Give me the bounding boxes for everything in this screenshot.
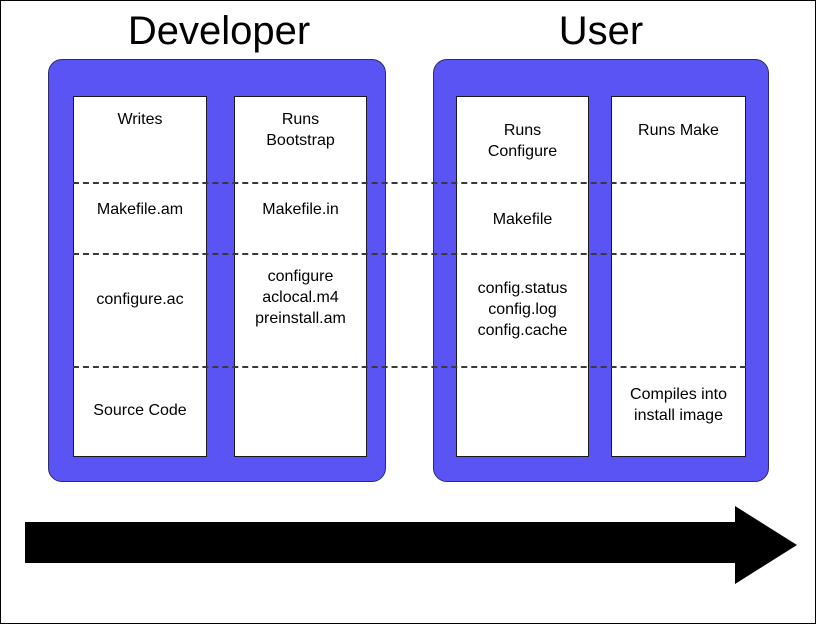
column-box-bootstrap: [234, 96, 367, 457]
cell-compiles-into-install-image: Compiles into install image: [630, 386, 727, 424]
cell-runs-make: Runs Make: [638, 122, 719, 139]
cell-writes: Writes: [117, 111, 163, 128]
cell-configure-outputs: config.status config.log config.cache: [477, 280, 568, 339]
row-separator-2: [73, 253, 746, 255]
cell-bootstrap-outputs: configure aclocal.m4 preinstall.am: [255, 268, 346, 327]
column-box-writes: [73, 96, 207, 457]
cell-source-code: Source Code: [93, 402, 187, 419]
column-box-run-make: [611, 96, 746, 457]
row-separator-3: [73, 366, 746, 368]
cell-makefile: Makefile: [492, 211, 553, 228]
cell-runs-configure: Runs Configure: [487, 122, 558, 160]
cell-makefile-in: Makefile.in: [262, 201, 339, 218]
cell-runs-bootstrap: Runs Bootstrap: [266, 111, 335, 149]
section-title-developer: Developer: [127, 9, 311, 53]
row-separator-1: [73, 182, 746, 184]
cell-makefile-am: Makefile.am: [96, 201, 184, 218]
cell-configure-ac: configure.ac: [96, 291, 184, 308]
column-box-run-configure: [456, 96, 589, 457]
section-title-user: User: [558, 9, 644, 53]
time-flow-arrow: [25, 506, 797, 584]
